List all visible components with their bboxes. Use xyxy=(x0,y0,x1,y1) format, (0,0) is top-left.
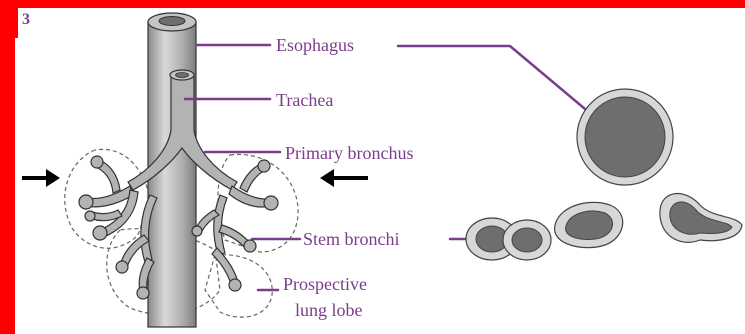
label-primary-bronchus: Primary bronchus xyxy=(285,143,413,163)
frame-notch xyxy=(15,8,18,38)
frame-left xyxy=(0,0,15,334)
bronchus-cross-section-middle xyxy=(555,202,623,247)
label-prospective: Prospective xyxy=(283,274,367,294)
leader-lines xyxy=(185,45,622,290)
arrow-right-icon xyxy=(22,169,60,187)
esophagus-cross-section xyxy=(577,89,673,185)
panel-number: 3 xyxy=(22,11,30,28)
label-stem-bronchi: Stem bronchi xyxy=(303,229,400,249)
bronchus-cross-section-right xyxy=(660,194,742,243)
stem-bronchi-cross-section-pair xyxy=(466,218,551,260)
label-lung-lobe: lung lobe xyxy=(295,300,363,320)
arrow-left-icon xyxy=(320,169,368,187)
label-esophagus: Esophagus xyxy=(276,35,354,55)
frame-top xyxy=(0,0,745,8)
label-trachea: Trachea xyxy=(276,90,333,110)
